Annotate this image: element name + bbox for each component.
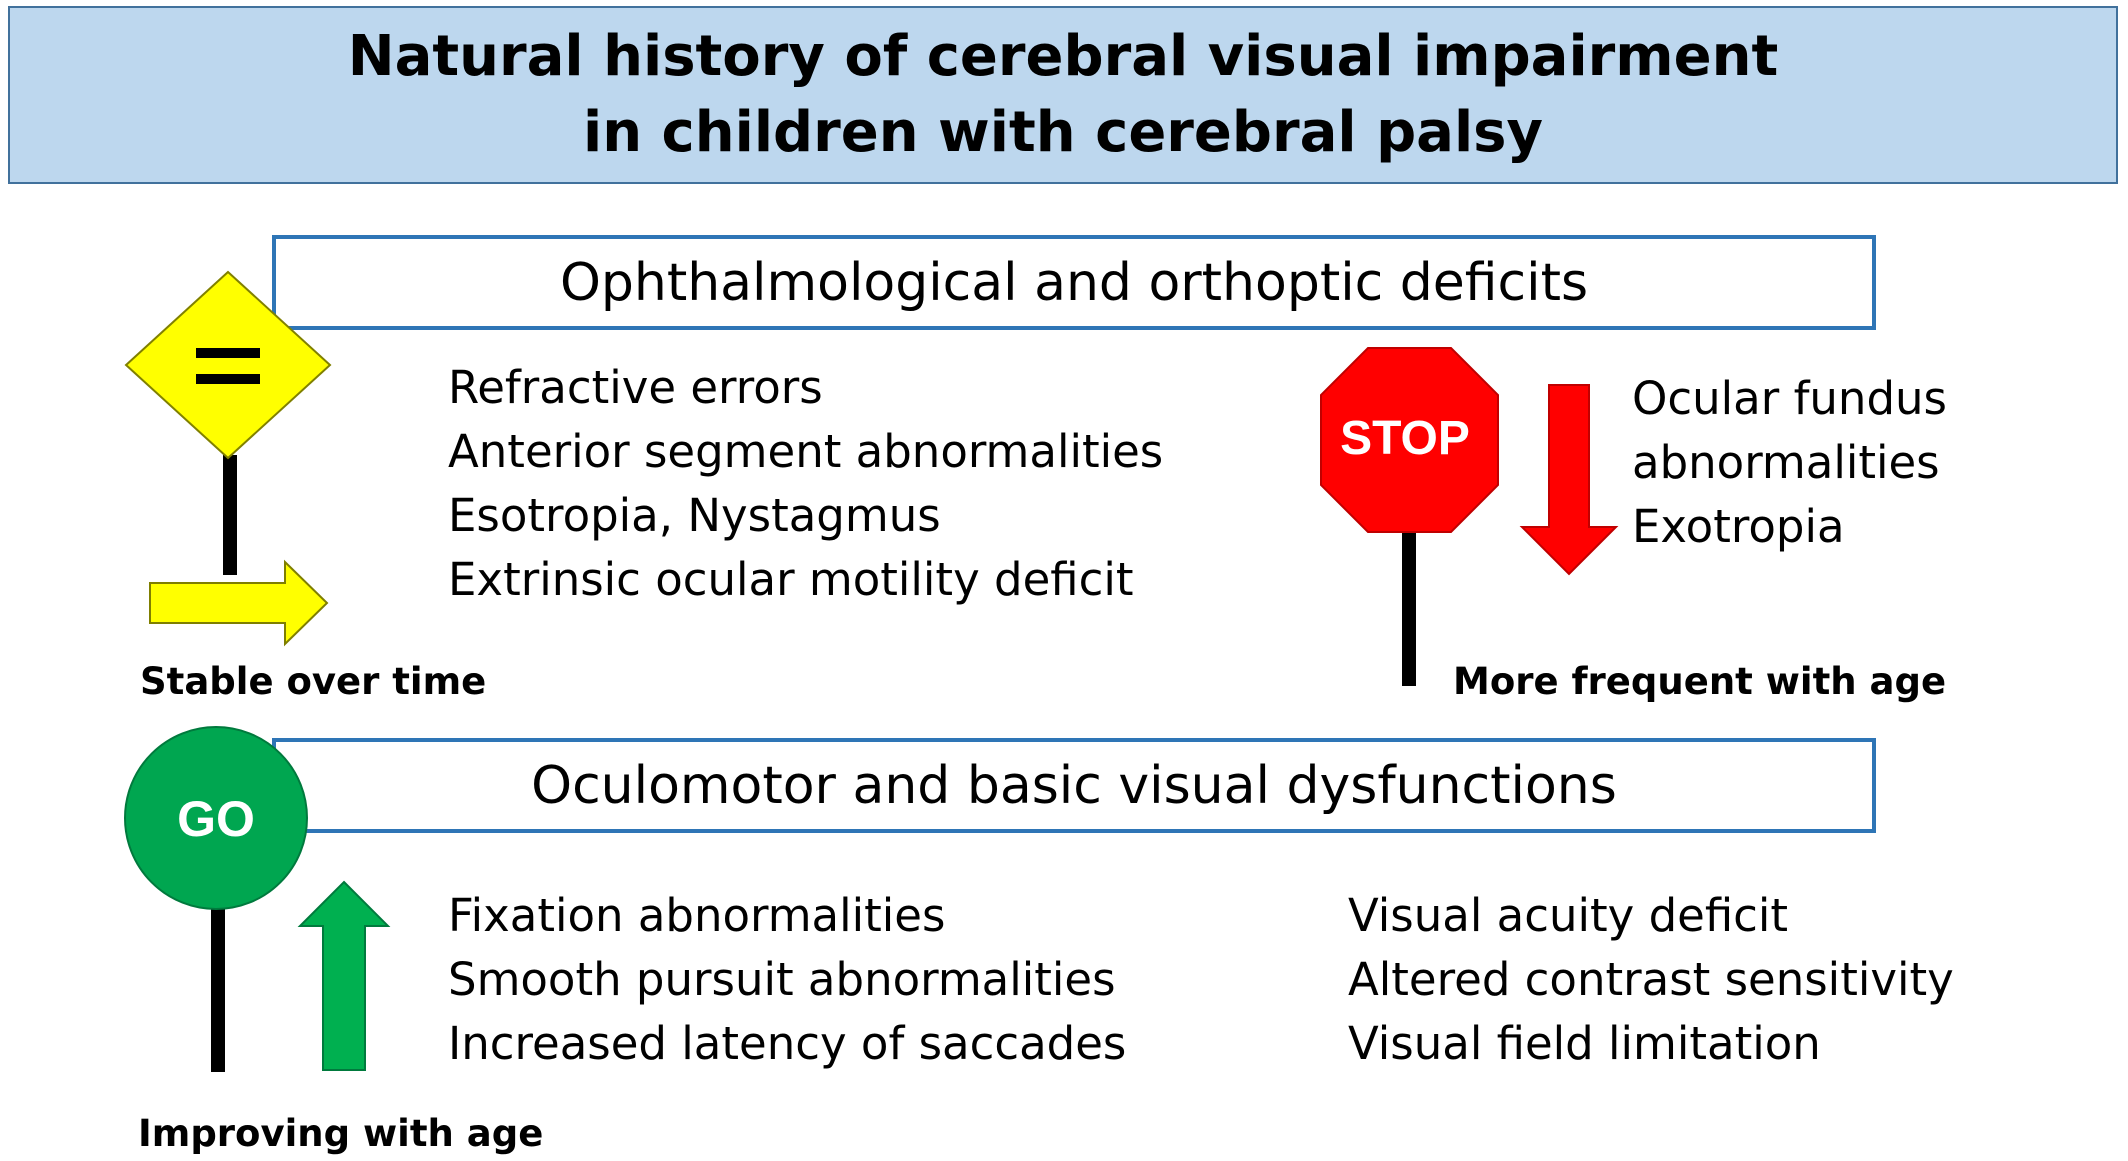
increasing-deficits-list: Ocular fundus abnormalities Exotropia bbox=[1632, 367, 1947, 559]
stable-deficits-list: Refractive errors Anterior segment abnor… bbox=[448, 356, 1163, 612]
title-banner: Natural history of cerebral visual impai… bbox=[8, 6, 2118, 184]
ophthalmological-heading-text: Ophthalmological and orthoptic deficits bbox=[559, 252, 1589, 313]
list-item: Anterior segment abnormalities bbox=[448, 425, 1164, 478]
list-item: Refractive errors bbox=[448, 361, 823, 414]
green-up-arrow-icon bbox=[297, 880, 391, 1071]
title-line-2: in children with cerebral palsy bbox=[583, 100, 1543, 165]
oculomotor-section-heading: Oculomotor and basic visual dysfunctions bbox=[272, 738, 1876, 833]
red-down-arrow-icon bbox=[1519, 384, 1619, 576]
stop-sign-label: STOP bbox=[1340, 412, 1470, 465]
list-item: Altered contrast sensitivity bbox=[1348, 953, 1954, 1006]
list-item: Visual field limitation bbox=[1348, 1017, 1821, 1070]
list-item: abnormalities bbox=[1632, 436, 1940, 489]
yellow-right-arrow-icon bbox=[149, 559, 329, 647]
list-item: Visual acuity deficit bbox=[1348, 889, 1789, 942]
visual-dysfunctions-list: Visual acuity deficit Altered contrast s… bbox=[1348, 884, 1954, 1076]
stable-caption: Stable over time bbox=[140, 660, 487, 703]
equal-sign-icon bbox=[124, 270, 332, 460]
oculomotor-heading-text: Oculomotor and basic visual dysfunctions bbox=[531, 755, 1617, 816]
list-item: Increased latency of saccades bbox=[448, 1017, 1127, 1070]
improving-caption: Improving with age bbox=[138, 1112, 544, 1155]
list-item: Ocular fundus bbox=[1632, 372, 1947, 425]
list-item: Fixation abnormalities bbox=[448, 889, 946, 942]
ophthalmological-section-heading: Ophthalmological and orthoptic deficits bbox=[272, 235, 1876, 330]
list-item: Esotropia, Nystagmus bbox=[448, 489, 941, 542]
oculomotor-dysfunctions-list: Fixation abnormalities Smooth pursuit ab… bbox=[448, 884, 1126, 1076]
list-item: Smooth pursuit abnormalities bbox=[448, 953, 1116, 1006]
list-item: Exotropia bbox=[1632, 500, 1845, 553]
title-line-1: Natural history of cerebral visual impai… bbox=[347, 24, 1779, 89]
go-sign-label: GO bbox=[177, 791, 255, 847]
increasing-caption: More frequent with age bbox=[1453, 660, 1947, 703]
go-sign-icon bbox=[124, 726, 308, 910]
list-item: Extrinsic ocular motility deficit bbox=[448, 553, 1134, 606]
stop-sign-icon bbox=[1320, 347, 1499, 533]
